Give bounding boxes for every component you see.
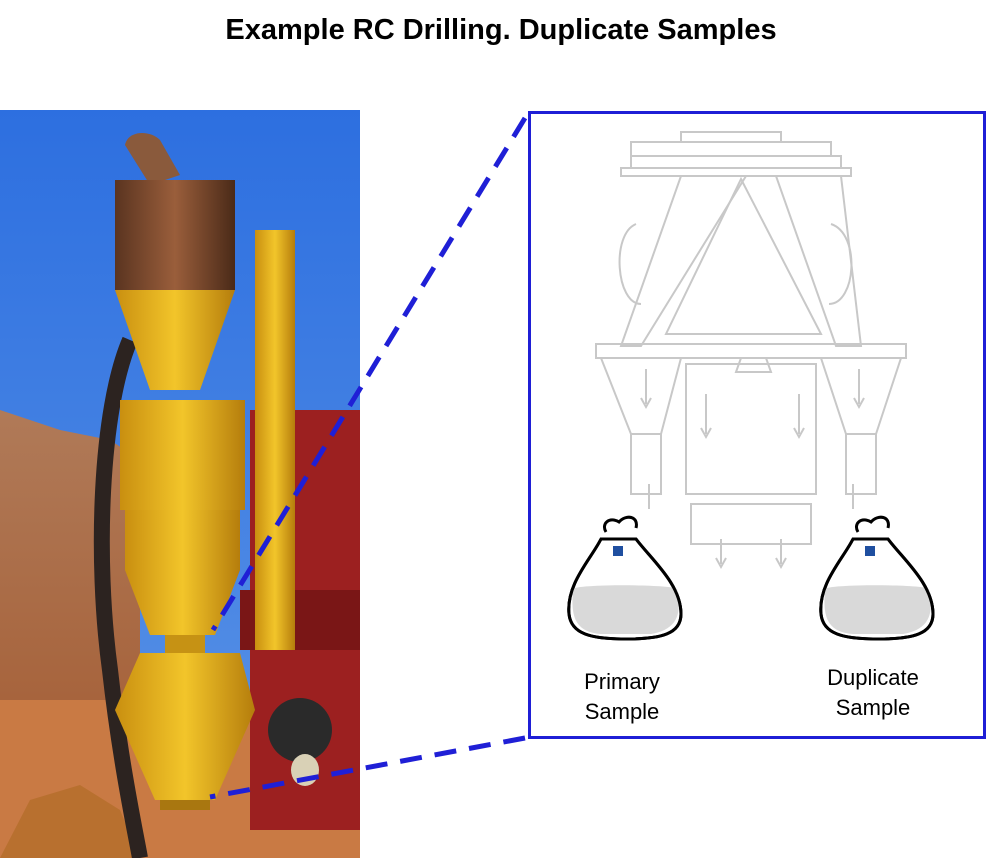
truck-wheel bbox=[268, 698, 332, 762]
duplicate-label-line1: Duplicate bbox=[827, 665, 919, 690]
duplicate-sample-bag-icon bbox=[819, 515, 935, 641]
primary-label-line2: Sample bbox=[584, 699, 660, 724]
cyclone-inlet bbox=[125, 133, 180, 185]
drill-mast bbox=[255, 230, 295, 650]
hose bbox=[93, 336, 148, 858]
splitter-body bbox=[120, 400, 245, 510]
duplicate-label-line2: Sample bbox=[835, 695, 911, 720]
sample-bag bbox=[291, 754, 319, 786]
splitter-schematic-inset bbox=[528, 111, 986, 739]
page-title: Example RC Drilling. Duplicate Samples bbox=[225, 14, 777, 46]
lower-neck bbox=[165, 635, 205, 653]
duplicate-sample-label: Duplicate Sample bbox=[808, 663, 938, 723]
schematic-lines bbox=[595, 131, 907, 570]
splitter-box bbox=[125, 510, 240, 570]
outlet bbox=[160, 800, 210, 810]
dirt-pile bbox=[0, 785, 140, 858]
cyclone-cone bbox=[115, 290, 235, 390]
drill-rig-photo bbox=[0, 110, 360, 858]
lower-cone-top bbox=[115, 653, 255, 710]
primary-sample-bag-icon bbox=[567, 515, 683, 641]
primary-sample-label: Primary Sample bbox=[562, 667, 682, 727]
splitter-schematic bbox=[567, 131, 935, 641]
primary-label-line1: Primary bbox=[584, 669, 660, 694]
cyclone-drum bbox=[115, 180, 235, 290]
